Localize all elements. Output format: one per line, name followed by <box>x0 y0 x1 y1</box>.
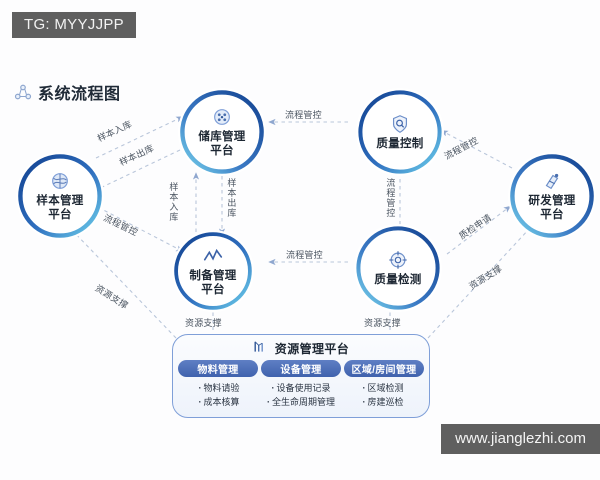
pill-material-management[interactable]: 物料管理 <box>178 360 258 377</box>
resource-column-equipment: 设备使用记录 全生命周期管理 <box>260 382 342 410</box>
node-label: 制备管理平台 <box>189 269 237 296</box>
list-item: 物料请验 <box>178 382 260 396</box>
edge-label-resource-support-test: 资源支撑 <box>364 318 401 328</box>
edge-label-sample-outbound-vertical: 样本出库 <box>226 178 237 218</box>
node-rnd-management[interactable]: 研发管理平台 <box>508 152 596 240</box>
list-item: 房建巡检 <box>342 396 424 410</box>
list-item: 成本核算 <box>178 396 260 410</box>
list-item: 区域检测 <box>342 382 424 396</box>
node-label: 质量检测 <box>374 273 422 286</box>
node-quality-control[interactable]: 质量控制 <box>356 88 444 176</box>
resource-detail-columns: 物料请验 成本核算 设备使用记录 全生命周期管理 区域检测 房建巡检 <box>178 382 424 410</box>
resource-management-panel[interactable]: 资源管理平台 物料管理 设备管理 区域/房间管理 物料请验 成本核算 设备使用记… <box>172 334 430 418</box>
node-storage-management[interactable]: 储库管理平台 <box>178 88 266 176</box>
list-item: 设备使用记录 <box>260 382 342 396</box>
node-quality-inspection[interactable]: 质量检测 <box>354 224 442 312</box>
resource-pill-row: 物料管理 设备管理 区域/房间管理 <box>178 360 424 377</box>
edge-label-flow-control-middle: 流程管控 <box>385 178 396 218</box>
target-scope-icon <box>387 249 409 271</box>
storage-box-icon <box>211 106 233 128</box>
watermark-label: www.jianglezhi.com <box>441 424 600 454</box>
resource-panel-title: 资源管理平台 <box>274 342 350 356</box>
network-node-icon <box>14 83 32 101</box>
tg-badge: TG: MYYJJPP <box>12 12 136 38</box>
node-ring <box>180 90 264 174</box>
node-ring <box>174 232 252 310</box>
node-preparation-management[interactable]: 制备管理平台 <box>172 230 254 312</box>
node-label: 储库管理平台 <box>198 130 246 157</box>
edge-label-sample-inbound-vertical: 样本入库 <box>168 182 179 222</box>
resource-column-area: 区域检测 房建巡检 <box>342 382 424 410</box>
section-title-label: 系统流程图 <box>38 86 121 103</box>
edge-label-flow-control-top: 流程管控 <box>285 110 322 120</box>
node-label: 样本管理平台 <box>36 194 84 221</box>
node-sample-management[interactable]: 样本管理平台 <box>16 152 104 240</box>
resource-bars-icon <box>253 339 270 358</box>
pill-equipment-management[interactable]: 设备管理 <box>261 360 341 377</box>
edge-label-resource-support-prep: 资源支撑 <box>185 318 222 328</box>
node-label: 研发管理平台 <box>528 194 576 221</box>
list-item: 全生命周期管理 <box>260 396 342 410</box>
resource-panel-header: 资源管理平台 <box>173 339 429 358</box>
shield-search-icon <box>389 113 411 135</box>
sample-tube-icon <box>49 170 71 192</box>
section-title: 系统流程图 <box>14 80 121 104</box>
research-flask-icon <box>541 170 563 192</box>
trend-line-icon <box>202 245 224 267</box>
edge-label-flow-control-bottom: 流程管控 <box>286 250 323 260</box>
pill-area-room-management[interactable]: 区域/房间管理 <box>344 360 424 377</box>
resource-column-material: 物料请验 成本核算 <box>178 382 260 410</box>
node-ring <box>510 154 594 238</box>
node-label: 质量控制 <box>376 137 424 150</box>
node-ring <box>18 154 102 238</box>
